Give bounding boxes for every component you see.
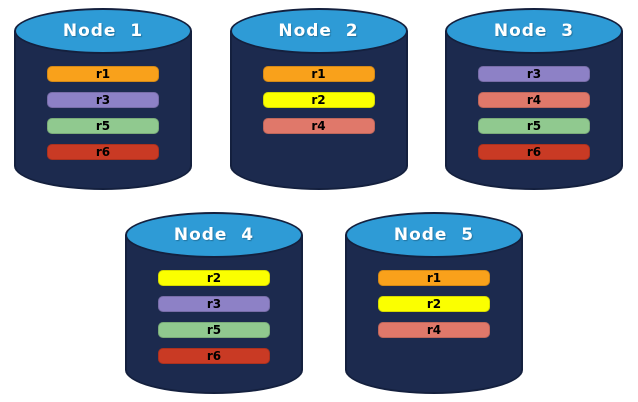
replica-bar-r1: r1: [47, 66, 159, 82]
replica-bar-r3: r3: [47, 92, 159, 108]
replica-bar-r3: r3: [158, 296, 270, 312]
node-4-cylinder-top: Node 4: [125, 212, 303, 258]
node-3-cylinder-top: Node 3: [445, 8, 623, 54]
replica-bar-r2: r2: [378, 296, 490, 312]
node-5-cylinder: Node 5 r1 r2 r4: [345, 212, 523, 394]
node-1-replica-list: r1 r3 r5 r6: [47, 66, 159, 160]
node-1-label: Node 1: [62, 21, 144, 41]
replica-bar-r6: r6: [478, 144, 590, 160]
node-4-label: Node 4: [173, 225, 255, 245]
replica-bar-r2: r2: [158, 270, 270, 286]
replica-bar-r1: r1: [262, 66, 375, 82]
node-4-replica-list: r2 r3 r5 r6: [158, 270, 270, 364]
replica-bar-r3: r3: [478, 66, 590, 82]
bottom-row: Node 4 r2 r3 r5 r6 Node 5 r1 r2 r4: [125, 212, 523, 394]
node-4-cylinder: Node 4 r2 r3 r5 r6: [125, 212, 303, 394]
replica-bar-r6: r6: [47, 144, 159, 160]
node-1-cylinder-top: Node 1: [14, 8, 192, 54]
replica-bar-r5: r5: [158, 322, 270, 338]
node-3-label: Node 3: [493, 21, 575, 41]
replica-bar-r4: r4: [262, 118, 375, 134]
node-2-cylinder-top: Node 2: [229, 8, 408, 54]
node-1-cylinder-body: [14, 31, 192, 190]
node-3-replica-list: r3 r4 r5 r6: [478, 66, 590, 160]
replica-bar-r6: r6: [158, 348, 270, 364]
node-3-cylinder: Node 3 r3 r4 r5 r6: [445, 8, 623, 190]
node-3-cylinder-body: [445, 31, 623, 190]
replica-bar-r4: r4: [378, 322, 490, 338]
node-5-cylinder-top: Node 5: [345, 212, 523, 258]
top-row: Node 1 r1 r3 r5 r6 Node 2 r1 r2 r4: [14, 8, 623, 190]
node-4-cylinder-body: [125, 235, 303, 394]
node-2-cylinder: Node 2 r1 r2 r4: [229, 8, 408, 190]
node-2-replica-list: r1 r2 r4: [262, 66, 375, 134]
node-5-label: Node 5: [393, 225, 475, 245]
replica-bar-r5: r5: [478, 118, 590, 134]
replica-bar-r1: r1: [378, 270, 490, 286]
node-2-cylinder-body: [229, 31, 408, 190]
replica-bar-r4: r4: [478, 92, 590, 108]
node-1-cylinder: Node 1 r1 r3 r5 r6: [14, 8, 192, 190]
node-2-label: Node 2: [278, 21, 359, 41]
replica-bar-r5: r5: [47, 118, 159, 134]
node-5-cylinder-body: [345, 235, 523, 394]
replica-bar-r2: r2: [262, 92, 375, 108]
node-5-replica-list: r1 r2 r4: [378, 270, 490, 338]
